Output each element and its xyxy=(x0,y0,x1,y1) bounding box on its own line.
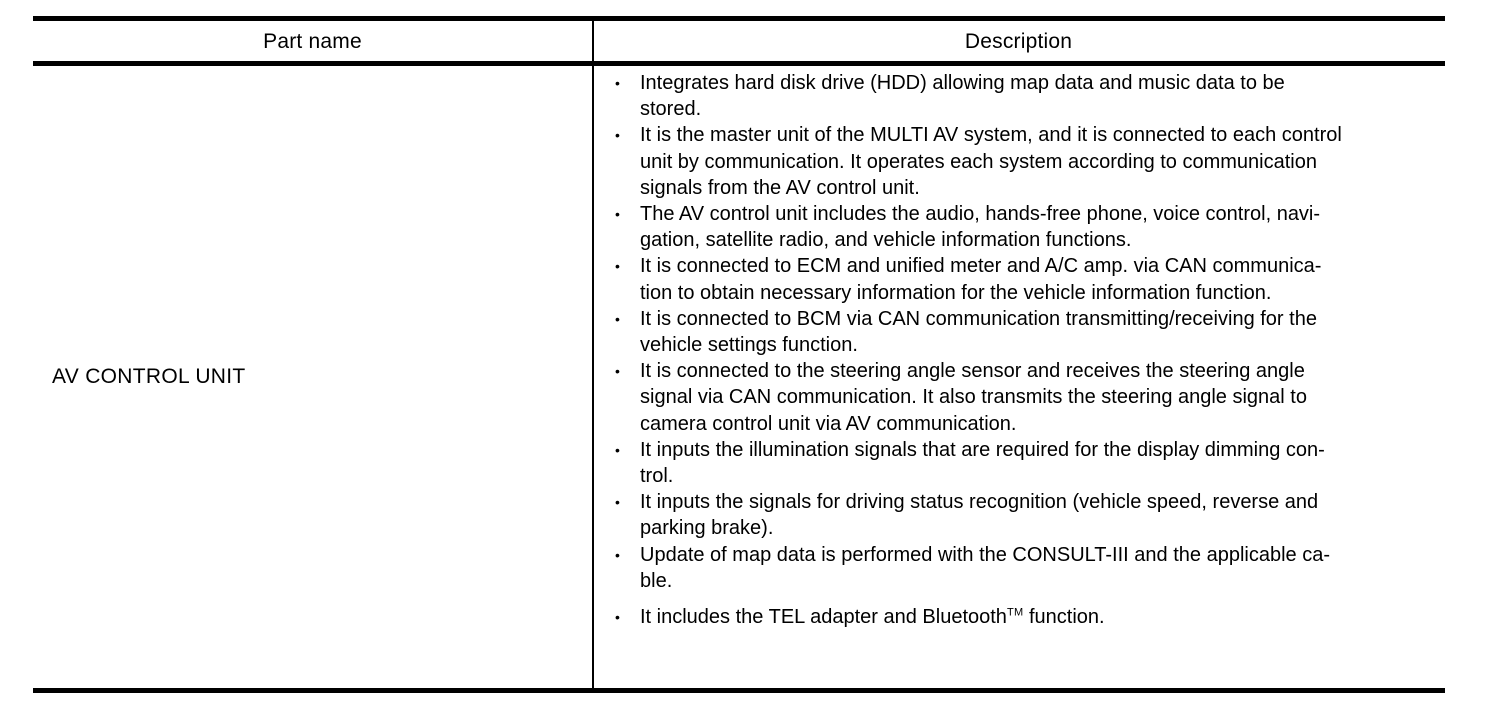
column-header-description-label: Description xyxy=(964,29,1073,53)
description-bullet-item: It is the master unit of the MULTI AV sy… xyxy=(609,122,1439,201)
description-bullet-line: tion to obtain necessary information for… xyxy=(640,281,1272,304)
trademark-superscript: TM xyxy=(1006,606,1024,619)
description-bullet-line: vehicle settings function. xyxy=(640,334,858,357)
table-header-row: Part name Description xyxy=(33,21,1445,61)
description-bullet-item: It inputs the signals for driving status… xyxy=(609,489,1439,541)
description-bullet-item: Integrates hard disk drive (HDD) allowin… xyxy=(609,70,1439,122)
description-bullet-line: Update of map data is performed with the… xyxy=(640,543,1330,566)
description-bullet-item: It is connected to the steering angle se… xyxy=(609,358,1439,437)
table-header-rule xyxy=(33,61,1445,66)
description-bullet-line: It inputs the signals for driving status… xyxy=(640,491,1319,514)
part-name-value: AV CONTROL UNIT xyxy=(52,365,246,388)
table-top-rule xyxy=(33,16,1445,21)
table-column-divider xyxy=(592,16,594,693)
description-bullet-line: Integrates hard disk drive (HDD) allowin… xyxy=(640,72,1285,94)
column-header-part-name: Part name xyxy=(33,21,592,61)
description-bullet-line: trol. xyxy=(640,465,674,488)
description-bullet-line: signal via CAN communication. It also tr… xyxy=(640,386,1307,409)
description-bullet-line: stored. xyxy=(640,98,702,121)
description-bullet-line: gation, satellite radio, and vehicle inf… xyxy=(640,229,1132,252)
description-bullet-item: Update of map data is performed with the… xyxy=(609,542,1439,594)
description-bullet-item: It inputs the illumination signals that … xyxy=(609,437,1439,489)
cell-part-name: AV CONTROL UNIT xyxy=(33,66,592,688)
column-header-description: Description xyxy=(592,21,1445,61)
description-bullet-item: The AV control unit includes the audio, … xyxy=(609,201,1439,253)
description-bullet-line: The AV control unit includes the audio, … xyxy=(640,203,1321,226)
description-bullet-line: signals from the AV control unit. xyxy=(640,176,920,199)
column-header-part-name-label: Part name xyxy=(263,29,362,53)
table-bottom-rule xyxy=(33,688,1445,693)
table-row: AV CONTROL UNIT Integrates hard disk dri… xyxy=(33,66,1445,688)
cell-description: Integrates hard disk drive (HDD) allowin… xyxy=(592,66,1445,688)
description-bullet-line: unit by communication. It operates each … xyxy=(640,150,1317,173)
description-bullet-item: It is connected to BCM via CAN communica… xyxy=(609,306,1439,358)
description-bullet-line: It inputs the illumination signals that … xyxy=(640,438,1325,461)
description-bullet-list: Integrates hard disk drive (HDD) allowin… xyxy=(609,70,1439,630)
description-bullet-item: It includes the TEL adapter and Bluetoot… xyxy=(609,604,1439,630)
description-bullet-line: It includes the TEL adapter and Bluetoot… xyxy=(640,606,1105,629)
description-bullet-line: parking brake). xyxy=(640,517,774,540)
description-bullet-line: It is connected to the steering angle se… xyxy=(640,360,1305,383)
description-bullet-item: It is connected to ECM and unified meter… xyxy=(609,253,1439,305)
description-bullet-line: It is connected to BCM via CAN communica… xyxy=(640,307,1317,330)
description-bullet-line: ble. xyxy=(640,569,673,592)
description-bullet-line: camera control unit via AV communication… xyxy=(640,412,1017,435)
description-bullet-line: It is connected to ECM and unified meter… xyxy=(640,255,1322,278)
description-bullet-line: It is the master unit of the MULTI AV sy… xyxy=(640,124,1342,147)
